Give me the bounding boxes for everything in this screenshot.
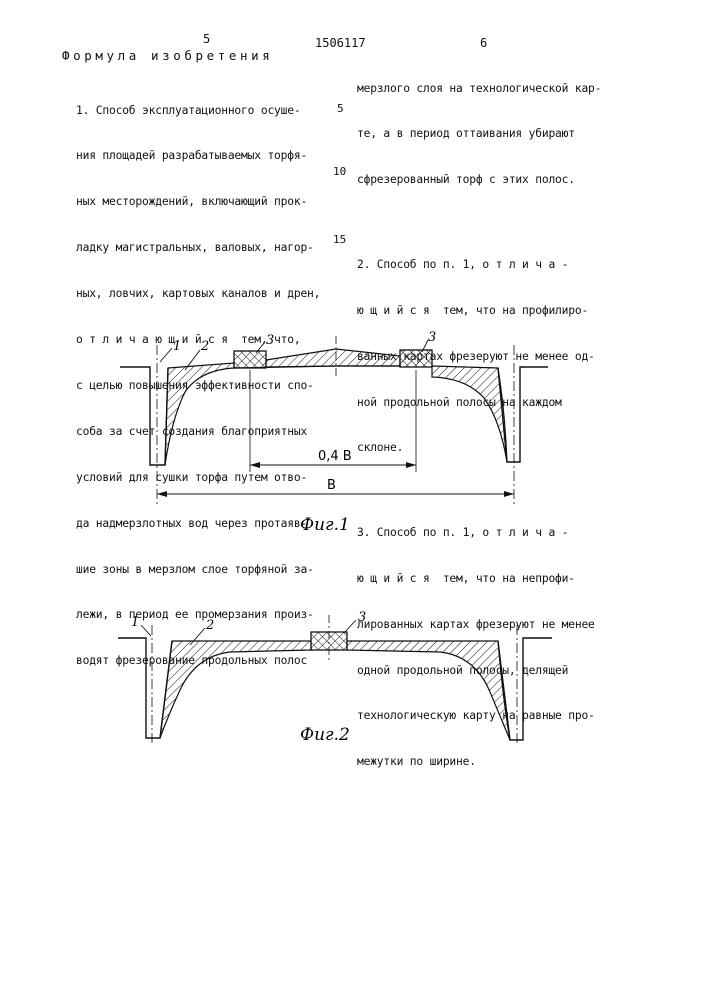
- fig1-dimension-outer-label: B: [327, 478, 336, 493]
- fig1-peat-layer-left: [165, 363, 234, 465]
- fig1-peat-layer-right: [432, 366, 507, 462]
- fig2-label-1: 1: [131, 615, 139, 630]
- fig1-peat-layer-center: [266, 349, 400, 367]
- fig2-label-2: 2: [205, 618, 214, 633]
- fig1-dimension-inner-label: 0,4 B: [318, 449, 352, 464]
- fig1-left-channel: [120, 367, 168, 465]
- fig1-label-1: 1: [173, 339, 181, 354]
- figure-2: 1 2 3 Фиг.2: [118, 610, 552, 745]
- fig2-peat-layer: [160, 641, 311, 738]
- fig1-milled-strip-left: [234, 351, 266, 368]
- fig1-label-3-right: 3: [428, 330, 436, 345]
- fig2-caption: Фиг.2: [300, 725, 350, 745]
- fig1-label-3-left: 3: [266, 333, 274, 348]
- fig1-label-2: 2: [200, 339, 209, 354]
- fig1-caption: Фиг.1: [300, 515, 350, 535]
- figure-1: 1 2 3 3 0,4 B B Фиг.1: [120, 330, 548, 535]
- fig1-milled-strip-right: [400, 350, 432, 367]
- fig2-label-3: 3: [358, 610, 366, 625]
- fig2-peat-layer-right: [347, 641, 510, 740]
